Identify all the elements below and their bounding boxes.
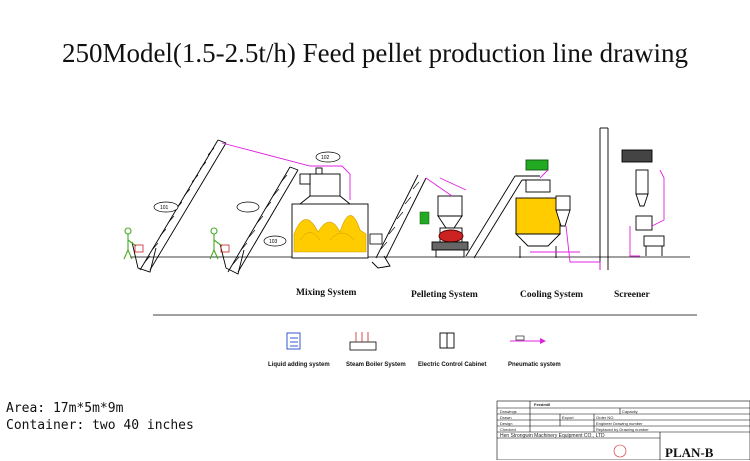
- tb-order: Order NO.: [596, 415, 615, 420]
- liquid-adding-icon: [286, 332, 301, 350]
- tb-replaced: Replaced by Drawing number: [596, 427, 649, 432]
- pelleting-system-label: Pelleting System: [411, 290, 478, 300]
- tb-design: Design: [500, 421, 513, 426]
- tb-export: Export: [562, 415, 574, 420]
- callout-101: [153, 201, 179, 213]
- callout-102-label: 102: [321, 155, 330, 161]
- liquid-adding-label: Liquid adding system: [268, 362, 330, 368]
- pneumatic-lines: [221, 142, 665, 270]
- steam-boiler-icon: [349, 332, 377, 351]
- cyclone-separator: [555, 195, 571, 227]
- area-info: Area: 17m*5m*9m: [6, 401, 124, 416]
- mixing-system-label: Mixing System: [296, 288, 357, 298]
- electric-cabinet-icon: [439, 332, 455, 349]
- worker-figure-1: [123, 227, 137, 260]
- pneumatic-system-icon: [510, 335, 546, 344]
- screener-elevator: [599, 127, 609, 270]
- tb-drawn: Drawn: [500, 415, 512, 420]
- rotary-screener: [621, 149, 665, 256]
- plan-label: PLAN-B: [665, 445, 714, 460]
- tb-feedmill: Feedmill: [534, 402, 551, 407]
- callout-103-label: 103: [269, 239, 278, 245]
- counterflow-cooler: [514, 159, 562, 258]
- bucket-elevator-3: [371, 174, 427, 269]
- bucket-elevator-2: [219, 166, 299, 275]
- tb-company: Hen Strongwin Machinery Equipment CO., L…: [500, 433, 605, 439]
- bucket-elevator-1: [131, 139, 227, 273]
- callout-101-b: [236, 201, 260, 213]
- mixer-output-box: [369, 233, 383, 245]
- worker-figure-2: [209, 227, 223, 260]
- feed-bag-2: [220, 244, 230, 253]
- pneumatic-system-label: Pneumatic system: [508, 362, 561, 368]
- screener-label: Screener: [614, 290, 650, 300]
- tb-capacity: Capacity: [622, 409, 638, 414]
- title-block: [496, 400, 750, 460]
- drawing-title: 250Model(1.5-2.5t/h) Feed pellet product…: [61, 38, 689, 68]
- tb-checked: Checked: [500, 427, 516, 432]
- feed-bag-1: [134, 244, 144, 253]
- steam-boiler-label: Steam Boiler System: [346, 362, 406, 368]
- cooling-system-label: Cooling System: [520, 290, 584, 300]
- pellet-mill: [431, 195, 469, 258]
- steam-valve-icon: [419, 211, 430, 225]
- tb-drawings: Drawings: [500, 409, 517, 414]
- callout-103: [263, 235, 287, 247]
- electric-cabinet-label: Electric Control Cabinet: [418, 362, 487, 368]
- callout-102: [315, 151, 341, 163]
- container-info: Container: two 40 inches: [6, 418, 194, 433]
- tb-engineer: Engineer Drawing number: [596, 421, 643, 426]
- mixer-machine: [291, 167, 369, 259]
- callout-101-label: 101: [160, 205, 169, 211]
